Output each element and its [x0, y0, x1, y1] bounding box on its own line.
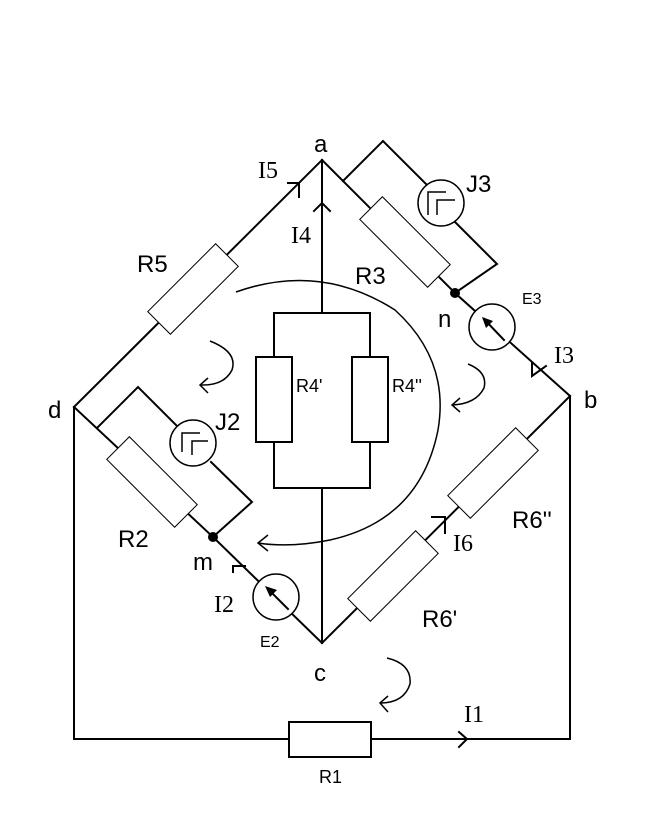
node-label-c: c	[314, 660, 326, 687]
node-labels: a b c d m n	[48, 131, 597, 687]
node-label-n: n	[438, 306, 451, 333]
resistor-R4pp	[351, 356, 389, 443]
loop-arrows	[198, 279, 486, 713]
current-arrow-I1-icon	[457, 730, 469, 749]
resistor-R6pp	[447, 427, 539, 519]
wire-r4-bottom-frame	[273, 441, 371, 489]
current-labels: I5 I4 I3 I2 I6 I1	[214, 158, 574, 728]
voltage-arrowhead-icon	[265, 586, 277, 597]
wire-j3-bottom	[453, 220, 499, 295]
label-E2: E2	[260, 634, 280, 651]
loop-arc-bottom	[379, 657, 411, 704]
label-R3: R3	[355, 263, 386, 290]
wire-n-b	[453, 291, 572, 398]
label-R4p: R4'	[296, 376, 322, 396]
voltage-arrowhead-icon	[482, 317, 493, 328]
current-arrow-I3-icon	[531, 362, 548, 378]
voltage-source-E2	[252, 573, 300, 621]
resistor-R6p	[347, 530, 439, 622]
node-label-a: a	[314, 131, 328, 158]
wire-j3-top	[341, 139, 428, 186]
current-arrow-I5-icon	[287, 182, 300, 198]
loop-arrowhead-icon	[198, 377, 209, 394]
wire-r4-top-frame	[273, 312, 371, 358]
current-arrow-I4-icon	[312, 201, 332, 213]
label-R6pp: R6''	[512, 507, 552, 534]
wire-j2-bottom	[209, 460, 254, 539]
node-label-b: b	[584, 387, 597, 414]
current-source-glyph-icon	[427, 191, 446, 215]
label-I2: I2	[214, 592, 234, 618]
component-labels: R5 R3 R2 R4' R4'' R6'' R6' R1 J3 J2 E3 E…	[118, 171, 552, 787]
resistor-R2	[106, 436, 198, 528]
loop-arc-large	[235, 279, 441, 546]
label-I1: I1	[464, 702, 484, 728]
label-E3: E3	[522, 291, 542, 308]
junction-dot-m	[208, 532, 218, 542]
current-arrow-I2-icon	[232, 565, 246, 573]
label-J3: J3	[466, 171, 491, 198]
label-R5: R5	[137, 251, 168, 278]
wires	[72, 139, 572, 740]
resistor-R1	[288, 721, 372, 758]
label-I4: I4	[291, 223, 311, 249]
junction-dot-n	[450, 288, 460, 298]
resistor-R4p	[255, 356, 293, 443]
current-source-glyph-icon	[436, 199, 455, 215]
label-I6: I6	[453, 531, 473, 557]
label-R2: R2	[118, 526, 149, 553]
current-source-J2	[169, 419, 217, 467]
resistors	[106, 196, 539, 758]
label-R6p: R6'	[422, 606, 457, 633]
current-arrows	[232, 182, 548, 749]
node-label-d: d	[48, 397, 61, 424]
label-I3: I3	[554, 343, 574, 369]
current-source-J3	[417, 179, 465, 227]
current-source-circle-icon	[417, 179, 465, 227]
loop-arrowhead-icon	[256, 534, 269, 552]
current-source-glyph-icon	[181, 432, 200, 452]
wire-j2-top	[95, 385, 180, 430]
loop-arrowhead-icon	[450, 397, 461, 413]
current-source-circle-icon	[169, 419, 217, 467]
loop-arrowhead-icon	[378, 695, 389, 713]
label-R4pp: R4''	[392, 376, 422, 396]
current-source-glyph-icon	[191, 440, 208, 455]
loop-arc-right	[451, 363, 486, 406]
resistor-R3	[359, 196, 451, 288]
node-label-m: m	[193, 549, 213, 576]
resistor-R5	[147, 243, 239, 335]
loop-arc-left	[199, 340, 234, 386]
current-arrow-I6-icon	[431, 516, 446, 534]
voltage-source-E3	[468, 303, 516, 351]
label-R1: R1	[319, 767, 342, 787]
label-I5: I5	[258, 158, 278, 184]
label-J2: J2	[215, 409, 240, 436]
